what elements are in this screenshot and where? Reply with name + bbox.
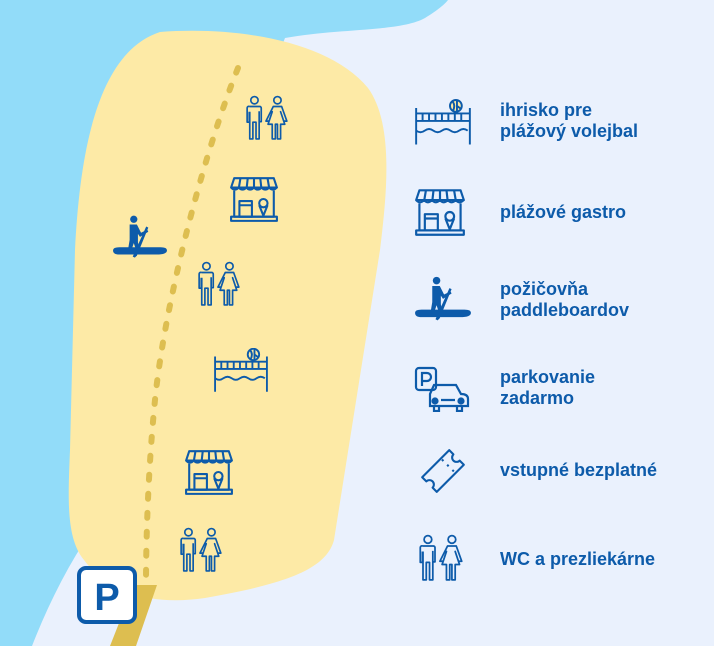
ticket-icon: [421, 449, 465, 493]
legend-label: parkovanie zadarmo: [500, 367, 596, 408]
beach-gastro-icon: [415, 189, 465, 236]
beach-volleyball-icon: [415, 99, 471, 145]
legend-label: požičovňa paddleboardov: [500, 279, 630, 320]
legend-label: WC a prezliekárne: [500, 549, 656, 569]
paddleboard-icon: [415, 276, 471, 321]
legend-item-parking: parkovanie zadarmo: [0, 364, 714, 424]
legend-item-paddleboard: požičovňa paddleboardov: [0, 275, 714, 335]
parking-label: P: [94, 577, 119, 619]
legend-label: ihrisko pre plážový volejbal: [500, 100, 639, 141]
parking-car-icon: [414, 366, 470, 412]
parking-sign-icon[interactable]: P: [77, 566, 137, 624]
legend-label: plážové gastro: [500, 202, 627, 222]
legend-label: vstupné bezplatné: [500, 460, 658, 480]
legend-item-gastro: plážové gastro: [0, 184, 714, 244]
wc-icon: [419, 534, 463, 581]
legend-item-wc: WC a prezliekárne: [0, 532, 714, 592]
legend-item-volleyball: ihrisko pre plážový volejbal: [0, 95, 714, 155]
legend-item-entry: vstupné bezplatné: [0, 444, 714, 504]
